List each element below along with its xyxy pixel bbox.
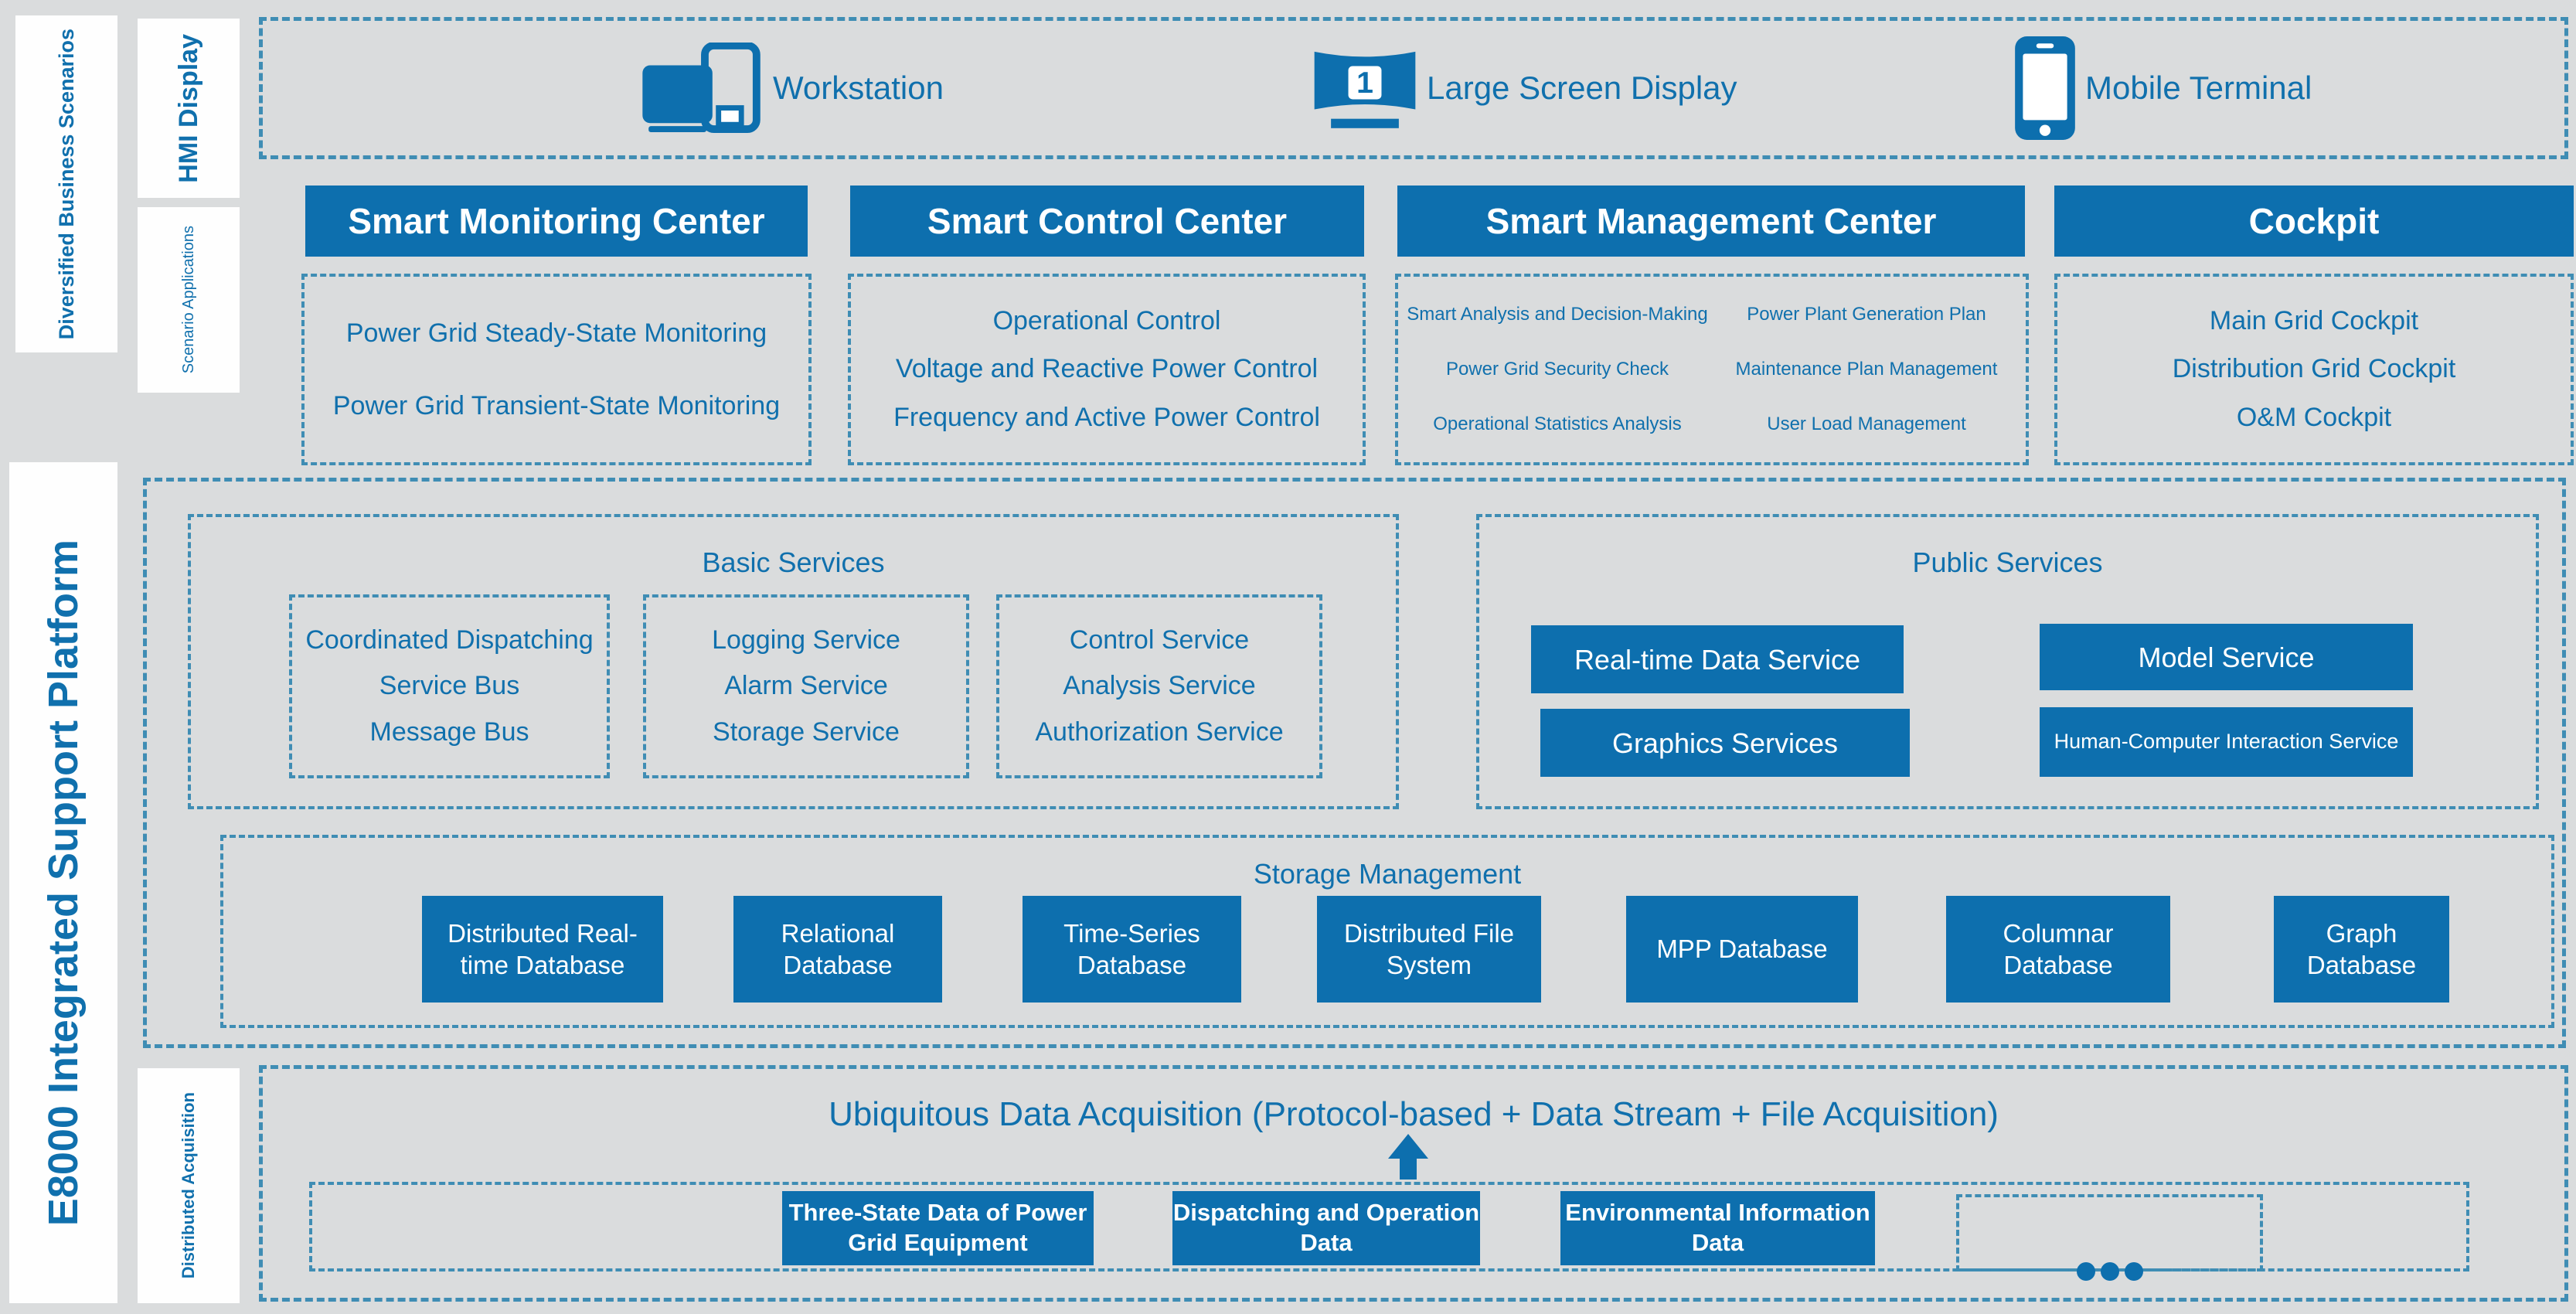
mobile-terminal-icon — [2015, 36, 2075, 140]
smart-management-center-header: Smart Management Center — [1397, 186, 2025, 257]
basic-service-item: Authorization Service — [1035, 717, 1284, 747]
control-item: Voltage and Reactive Power Control — [895, 354, 1319, 384]
monitoring-item: Power Grid Transient-State Monitoring — [332, 390, 781, 420]
graphics-services-box: Graphics Services — [1540, 709, 1910, 777]
more-sources-placeholder-box — [1956, 1194, 2263, 1281]
data-acquisition-title: Ubiquitous Data Acquisition (Protocol-ba… — [829, 1095, 1999, 1133]
graph-database-box: Graph Database — [2274, 896, 2449, 1003]
hmi-label-text: HMI Display — [173, 33, 203, 183]
cockpit-item: Distribution Grid Cockpit — [2172, 354, 2456, 384]
three-state-data-box: Three-State Data of Power Grid Equipment — [782, 1191, 1094, 1265]
public-services-title: Public Services — [1912, 546, 2103, 578]
monitoring-item: Power Grid Steady-State Monitoring — [345, 318, 767, 348]
svg-text:1: 1 — [1356, 66, 1373, 100]
management-item: User Load Management — [1767, 413, 1966, 434]
cockpit-panel: Main Grid Cockpit Distribution Grid Cock… — [2054, 274, 2574, 465]
acquisition-sources-row: Three-State Data of Power Grid Equipment… — [309, 1182, 2469, 1281]
smart-control-center-header: Smart Control Center — [850, 186, 1364, 257]
management-item: Power Grid Security Check — [1445, 358, 1669, 380]
smart-monitoring-center-header: Smart Monitoring Center — [305, 186, 808, 257]
realtime-data-service-box: Real-time Data Service — [1531, 625, 1904, 693]
basic-service-item: Coordinated Dispatching — [305, 625, 594, 655]
basic-services-group-2: Logging Service Alarm Service Storage Se… — [643, 594, 969, 778]
cockpit-header: Cockpit — [2054, 186, 2574, 257]
diversified-label-text: Diversified Business Scenarios — [54, 28, 78, 340]
e8000-label-text: E8000 Integrated Support Platform — [40, 539, 87, 1227]
basic-services-title: Basic Services — [702, 546, 885, 578]
scenario-applications-label: Scenario Applications — [138, 207, 240, 393]
columnar-database-box: Columnar Database — [1946, 896, 2170, 1003]
scenario-applications-label-text: Scenario Applications — [179, 226, 197, 374]
public-services-panel: Public Services Real-time Data Service M… — [1476, 514, 2539, 809]
large-screen-icon: 1 — [1314, 51, 1416, 128]
cockpit-item: O&M Cockpit — [2236, 403, 2392, 433]
management-item: Operational Statistics Analysis — [1433, 413, 1682, 434]
management-item: Smart Analysis and Decision-Making — [1407, 304, 1708, 325]
basic-service-item: Service Bus — [379, 671, 520, 701]
management-item: Power Plant Generation Plan — [1747, 304, 1986, 325]
mobile-terminal-item: Mobile Terminal — [2013, 21, 2312, 155]
platform-container: Basic Services Coordinated Dispatching S… — [143, 478, 2566, 1048]
data-acquisition-container: Ubiquitous Data Acquisition (Protocol-ba… — [259, 1065, 2568, 1302]
environmental-information-data-box: Environmental Information Data — [1560, 1191, 1875, 1265]
basic-services-group-1: Coordinated Dispatching Service Bus Mess… — [289, 594, 610, 778]
human-computer-interaction-service-box: Human-Computer Interaction Service — [2040, 707, 2413, 777]
basic-services-group-3: Control Service Analysis Service Authori… — [996, 594, 1322, 778]
cockpit-item: Main Grid Cockpit — [2209, 305, 2419, 335]
arrow-up-icon — [1388, 1134, 1428, 1180]
dispatching-operation-data-box: Dispatching and Operation Data — [1172, 1191, 1480, 1265]
distributed-file-system-box: Distributed File System — [1317, 896, 1541, 1003]
more-dots-icon — [2076, 1262, 2143, 1281]
e8000-platform-label: E8000 Integrated Support Platform — [9, 462, 117, 1303]
distributed-realtime-database-box: Distributed Real-time Database — [422, 896, 663, 1003]
workstation-item: Workstation — [641, 21, 944, 155]
basic-service-item: Alarm Service — [724, 671, 888, 701]
storage-management-panel: Storage Management Distributed Real-time… — [220, 835, 2554, 1028]
model-service-box: Model Service — [2040, 624, 2413, 690]
mobile-terminal-label: Mobile Terminal — [2085, 70, 2312, 106]
workstation-label: Workstation — [773, 70, 944, 106]
basic-service-item: Logging Service — [712, 625, 900, 655]
large-screen-label: Large Screen Display — [1427, 70, 1737, 106]
control-item: Operational Control — [992, 305, 1221, 335]
smart-management-center-panel: Smart Analysis and Decision-Making Power… — [1395, 274, 2029, 465]
time-series-database-box: Time-Series Database — [1023, 896, 1241, 1003]
distributed-acquisition-label: Distributed Acquisition — [138, 1068, 240, 1303]
basic-service-item: Control Service — [1069, 625, 1250, 655]
basic-service-item: Analysis Service — [1063, 671, 1256, 701]
smart-control-center-panel: Operational Control Voltage and Reactive… — [848, 274, 1366, 465]
storage-management-title: Storage Management — [1253, 858, 1522, 890]
basic-service-item: Message Bus — [369, 717, 529, 747]
relational-database-box: Relational Database — [733, 896, 942, 1003]
large-screen-item: 1 Large Screen Display — [1311, 21, 1737, 155]
basic-services-panel: Basic Services Coordinated Dispatching S… — [188, 514, 1399, 809]
diversified-business-scenarios-label: Diversified Business Scenarios — [15, 15, 117, 352]
mpp-database-box: MPP Database — [1626, 896, 1858, 1003]
workstation-icon — [642, 43, 761, 134]
hmi-display-label: HMI Display — [138, 19, 240, 198]
hmi-display-strip: Workstation 1 Large Screen Display Mobil… — [259, 17, 2568, 159]
control-item: Frequency and Active Power Control — [893, 403, 1320, 433]
management-item: Maintenance Plan Management — [1735, 358, 1998, 380]
basic-service-item: Storage Service — [713, 717, 900, 747]
distributed-acquisition-label-text: Distributed Acquisition — [179, 1092, 198, 1279]
smart-monitoring-center-panel: Power Grid Steady-State Monitoring Power… — [301, 274, 812, 465]
